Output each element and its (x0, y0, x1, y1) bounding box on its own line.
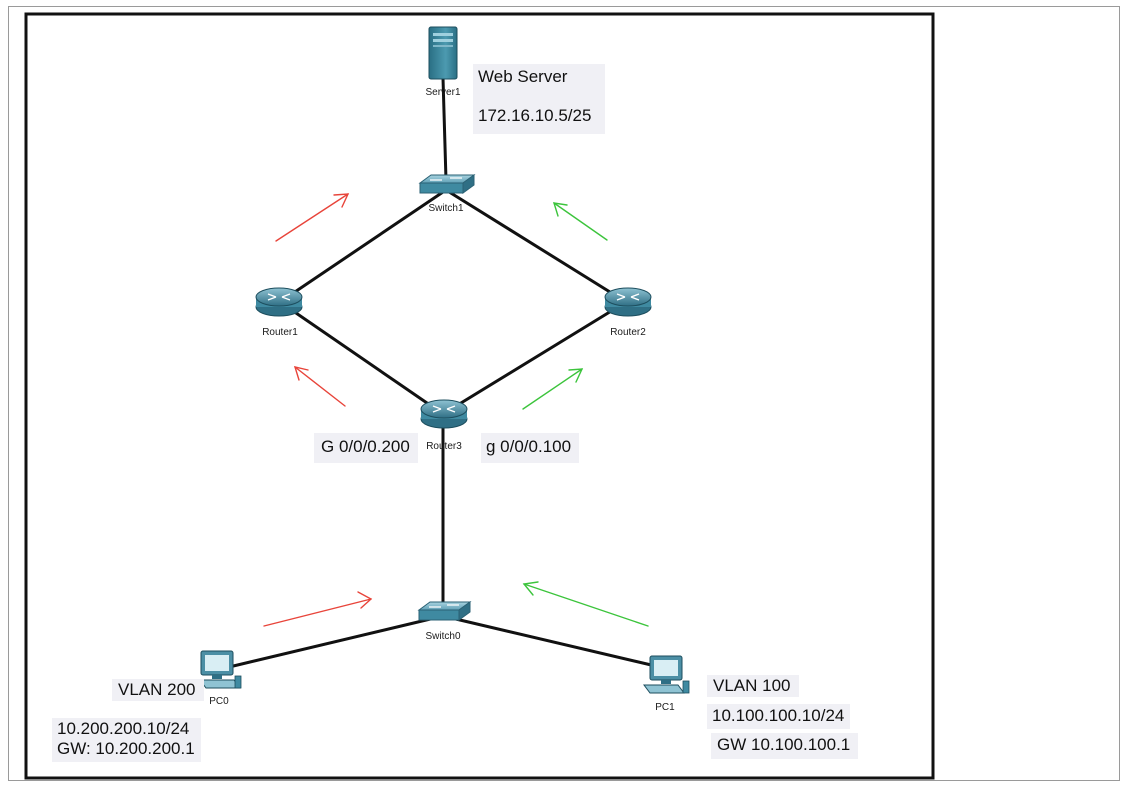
pc1-node[interactable]: PC1 (643, 655, 690, 713)
router-icon (420, 399, 468, 429)
pc0-label: PC0 (209, 696, 229, 707)
router1-label: Router1 (262, 327, 298, 338)
vlan200-path-arrows (263, 193, 373, 627)
green-arrow-icon (522, 368, 584, 410)
server-icon (428, 26, 458, 80)
router3-right-interface: g 0/0/0.100 (486, 437, 572, 456)
pc1-ip: 10.100.100.10/24 (712, 706, 845, 725)
pc0-vlan: VLAN 200 (118, 680, 196, 699)
outer-frame (8, 6, 1120, 781)
diagram-border (24, 12, 935, 780)
web-server-ip: 172.16.10.5/25 (478, 106, 592, 125)
pc1-vlan: VLAN 100 (713, 676, 791, 695)
switch1-node[interactable]: Switch1 (418, 174, 476, 214)
pc0-gateway: GW: 10.200.200.1 (57, 739, 195, 758)
server1-label: Server1 (425, 87, 460, 98)
server1-node[interactable]: Server1 (425, 26, 461, 98)
web-server-title: Web Server (478, 67, 568, 86)
router3-left-interface: G 0/0/0.200 (321, 437, 410, 456)
router-icon (255, 287, 303, 317)
web-server-note: Web Server 172.16.10.5/25 (473, 64, 605, 134)
switch-icon (417, 601, 472, 621)
pc1-gateway-note: GW 10.100.100.1 (711, 733, 859, 759)
pc-icon (199, 650, 242, 689)
links (223, 76, 666, 670)
vlan100-path-arrows (522, 202, 649, 627)
switch1-label: Switch1 (428, 203, 463, 214)
pc1-ip-note: 10.100.100.10/24 (707, 704, 851, 729)
link-router2-router3 (441, 300, 628, 416)
red-arrow-icon (263, 591, 373, 627)
router1-node[interactable]: Router1 (255, 287, 303, 338)
pc0-node[interactable]: PC0 (199, 650, 242, 707)
link-server1-switch1 (441, 76, 448, 182)
router2-label: Router2 (610, 327, 646, 338)
router3-left-interface-note: G 0/0/0.200 (314, 433, 418, 463)
switch-icon (418, 174, 476, 194)
red-arrow-icon (293, 366, 346, 407)
link-switch0-pc0 (223, 614, 445, 670)
pc1-vlan-note: VLAN 100 (707, 675, 799, 697)
link-switch0-pc1 (441, 614, 666, 670)
pc1-label: PC1 (655, 702, 675, 713)
pc0-address-note: 10.200.200.10/24 GW: 10.200.200.1 (52, 718, 201, 762)
router3-label: Router3 (426, 441, 462, 452)
red-arrow-icon (275, 193, 350, 242)
router3-node[interactable]: Router3 (420, 399, 468, 452)
link-router1-router3 (278, 300, 445, 416)
switch0-node[interactable]: Switch0 (417, 601, 472, 642)
green-arrow-icon (553, 202, 608, 241)
switch0-label: Switch0 (425, 631, 460, 642)
router3-right-interface-note: g 0/0/0.100 (481, 433, 580, 463)
link-switch1-router1 (278, 188, 448, 304)
link-switch1-router2 (444, 188, 628, 304)
pc-icon (643, 655, 690, 694)
pc0-vlan-note: VLAN 200 (112, 679, 204, 701)
pc0-ip: 10.200.200.10/24 (57, 719, 190, 738)
pc1-gateway: GW 10.100.100.1 (717, 735, 851, 754)
green-arrow-icon (522, 581, 649, 627)
router-icon (604, 287, 652, 317)
router2-node[interactable]: Router2 (604, 287, 652, 338)
